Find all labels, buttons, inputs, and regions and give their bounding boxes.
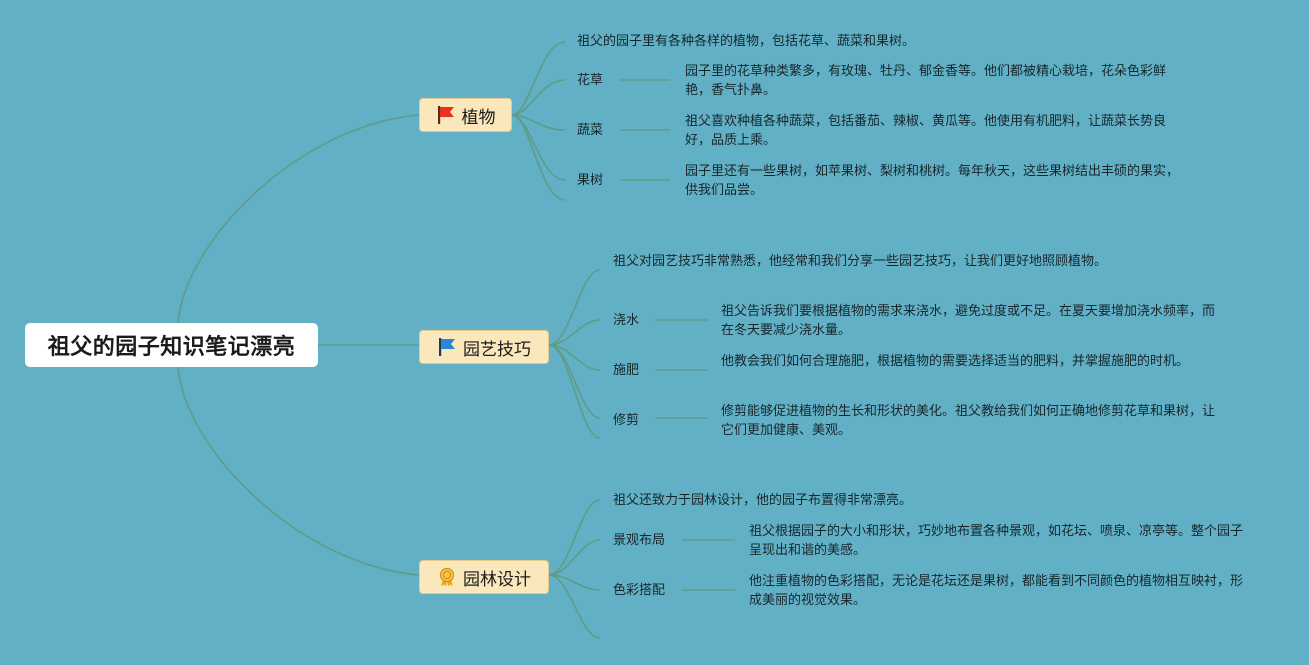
design-item-desc-2: 他注重植物的色彩搭配，无论是花坛还是果树，都能看到不同颜色的植物相互映衬，形成美…: [749, 574, 1244, 608]
branch-garden-design-title: 园林设计: [463, 569, 531, 590]
techniques-item-label-1: 浇水: [613, 313, 640, 328]
techniques-intro: 祖父对园艺技巧非常熟悉，他经常和我们分享一些园艺技巧，让我们更好地照顾植物。: [613, 254, 1108, 269]
root-title: 祖父的园子知识笔记漂亮: [47, 335, 296, 360]
techniques-item-desc-3: 修剪能够促进植物的生长和形状的美化。祖父教给我们如何正确地修剪花草和果树，让它们…: [721, 404, 1216, 438]
connector-tech-intro: [548, 269, 601, 346]
plants-item-desc-3: 园子里还有一些果树，如苹果树、梨树和桃树。每年秋天，这些果树结出丰硕的果实，供我…: [685, 164, 1180, 198]
connector-plants-item-2: [511, 114, 566, 131]
connector-design-item-3: [548, 574, 601, 639]
branch-plants-title: 植物: [461, 107, 496, 128]
plants-intro: 祖父的园子里有各种各样的植物，包括花草、蔬菜和果树。: [577, 34, 916, 49]
techniques-item-desc-2: 他教会我们如何合理施肥，根据植物的需要选择适当的肥料，并掌握施肥的时机。: [721, 354, 1190, 369]
plants-item-label-1: 花草: [577, 73, 604, 88]
connector-design-intro: [548, 499, 601, 576]
connector-plants-intro: [511, 41, 566, 116]
connector-tech-item-4: [548, 344, 601, 439]
plants-item-label-3: 果树: [577, 173, 604, 188]
connector-tech-item-2: [548, 344, 601, 371]
connector-design-item-1: [548, 539, 601, 576]
connector-root-plants: [177, 114, 420, 324]
design-item-desc-1: 祖父根据园子的大小和形状，巧妙地布置各种景观，如花坛、喷泉、凉亭等。整个园子呈现…: [749, 524, 1244, 558]
plants-item-desc-2: 祖父喜欢种植各种蔬菜，包括番茄、辣椒、黄瓜等。他使用有机肥料，让蔬菜长势良好，品…: [685, 114, 1167, 148]
design-intro: 祖父还致力于园林设计，他的园子布置得非常漂亮。: [613, 493, 913, 508]
connector-plants-item-4: [511, 114, 566, 201]
techniques-item-label-2: 施肥: [613, 363, 640, 378]
branch-gardening-techniques[interactable]: 园艺技巧: [419, 330, 549, 364]
techniques-item-label-3: 修剪: [613, 413, 640, 428]
branch-plants[interactable]: 植物: [419, 98, 512, 132]
red-flag-icon: [436, 105, 456, 125]
design-item-label-2: 色彩搭配: [613, 583, 666, 598]
connector-tech-item-3: [548, 344, 601, 419]
connector-plants-item-1: [511, 79, 566, 116]
blue-flag-icon: [437, 337, 457, 357]
branch-garden-design[interactable]: 园林设计: [419, 560, 549, 594]
design-item-label-1: 景观布局: [613, 533, 666, 548]
plants-item-desc-1: 园子里的花草种类繁多，有玫瑰、牡丹、郁金香等。他们都被精心栽培，花朵色彩鲜艳，香…: [685, 64, 1167, 98]
connector-plants-item-3: [511, 114, 566, 181]
connector-tech-item-1: [548, 319, 601, 346]
connector-root-design: [177, 366, 420, 576]
plants-item-label-2: 蔬菜: [577, 123, 604, 138]
branch-gardening-techniques-title: 园艺技巧: [463, 339, 531, 360]
award-medal-icon: [437, 567, 457, 587]
root-node[interactable]: 祖父的园子知识笔记漂亮: [25, 323, 318, 367]
techniques-item-desc-1: 祖父告诉我们要根据植物的需求来浇水，避免过度或不足。在夏天要增加浇水频率，而在冬…: [721, 304, 1216, 338]
